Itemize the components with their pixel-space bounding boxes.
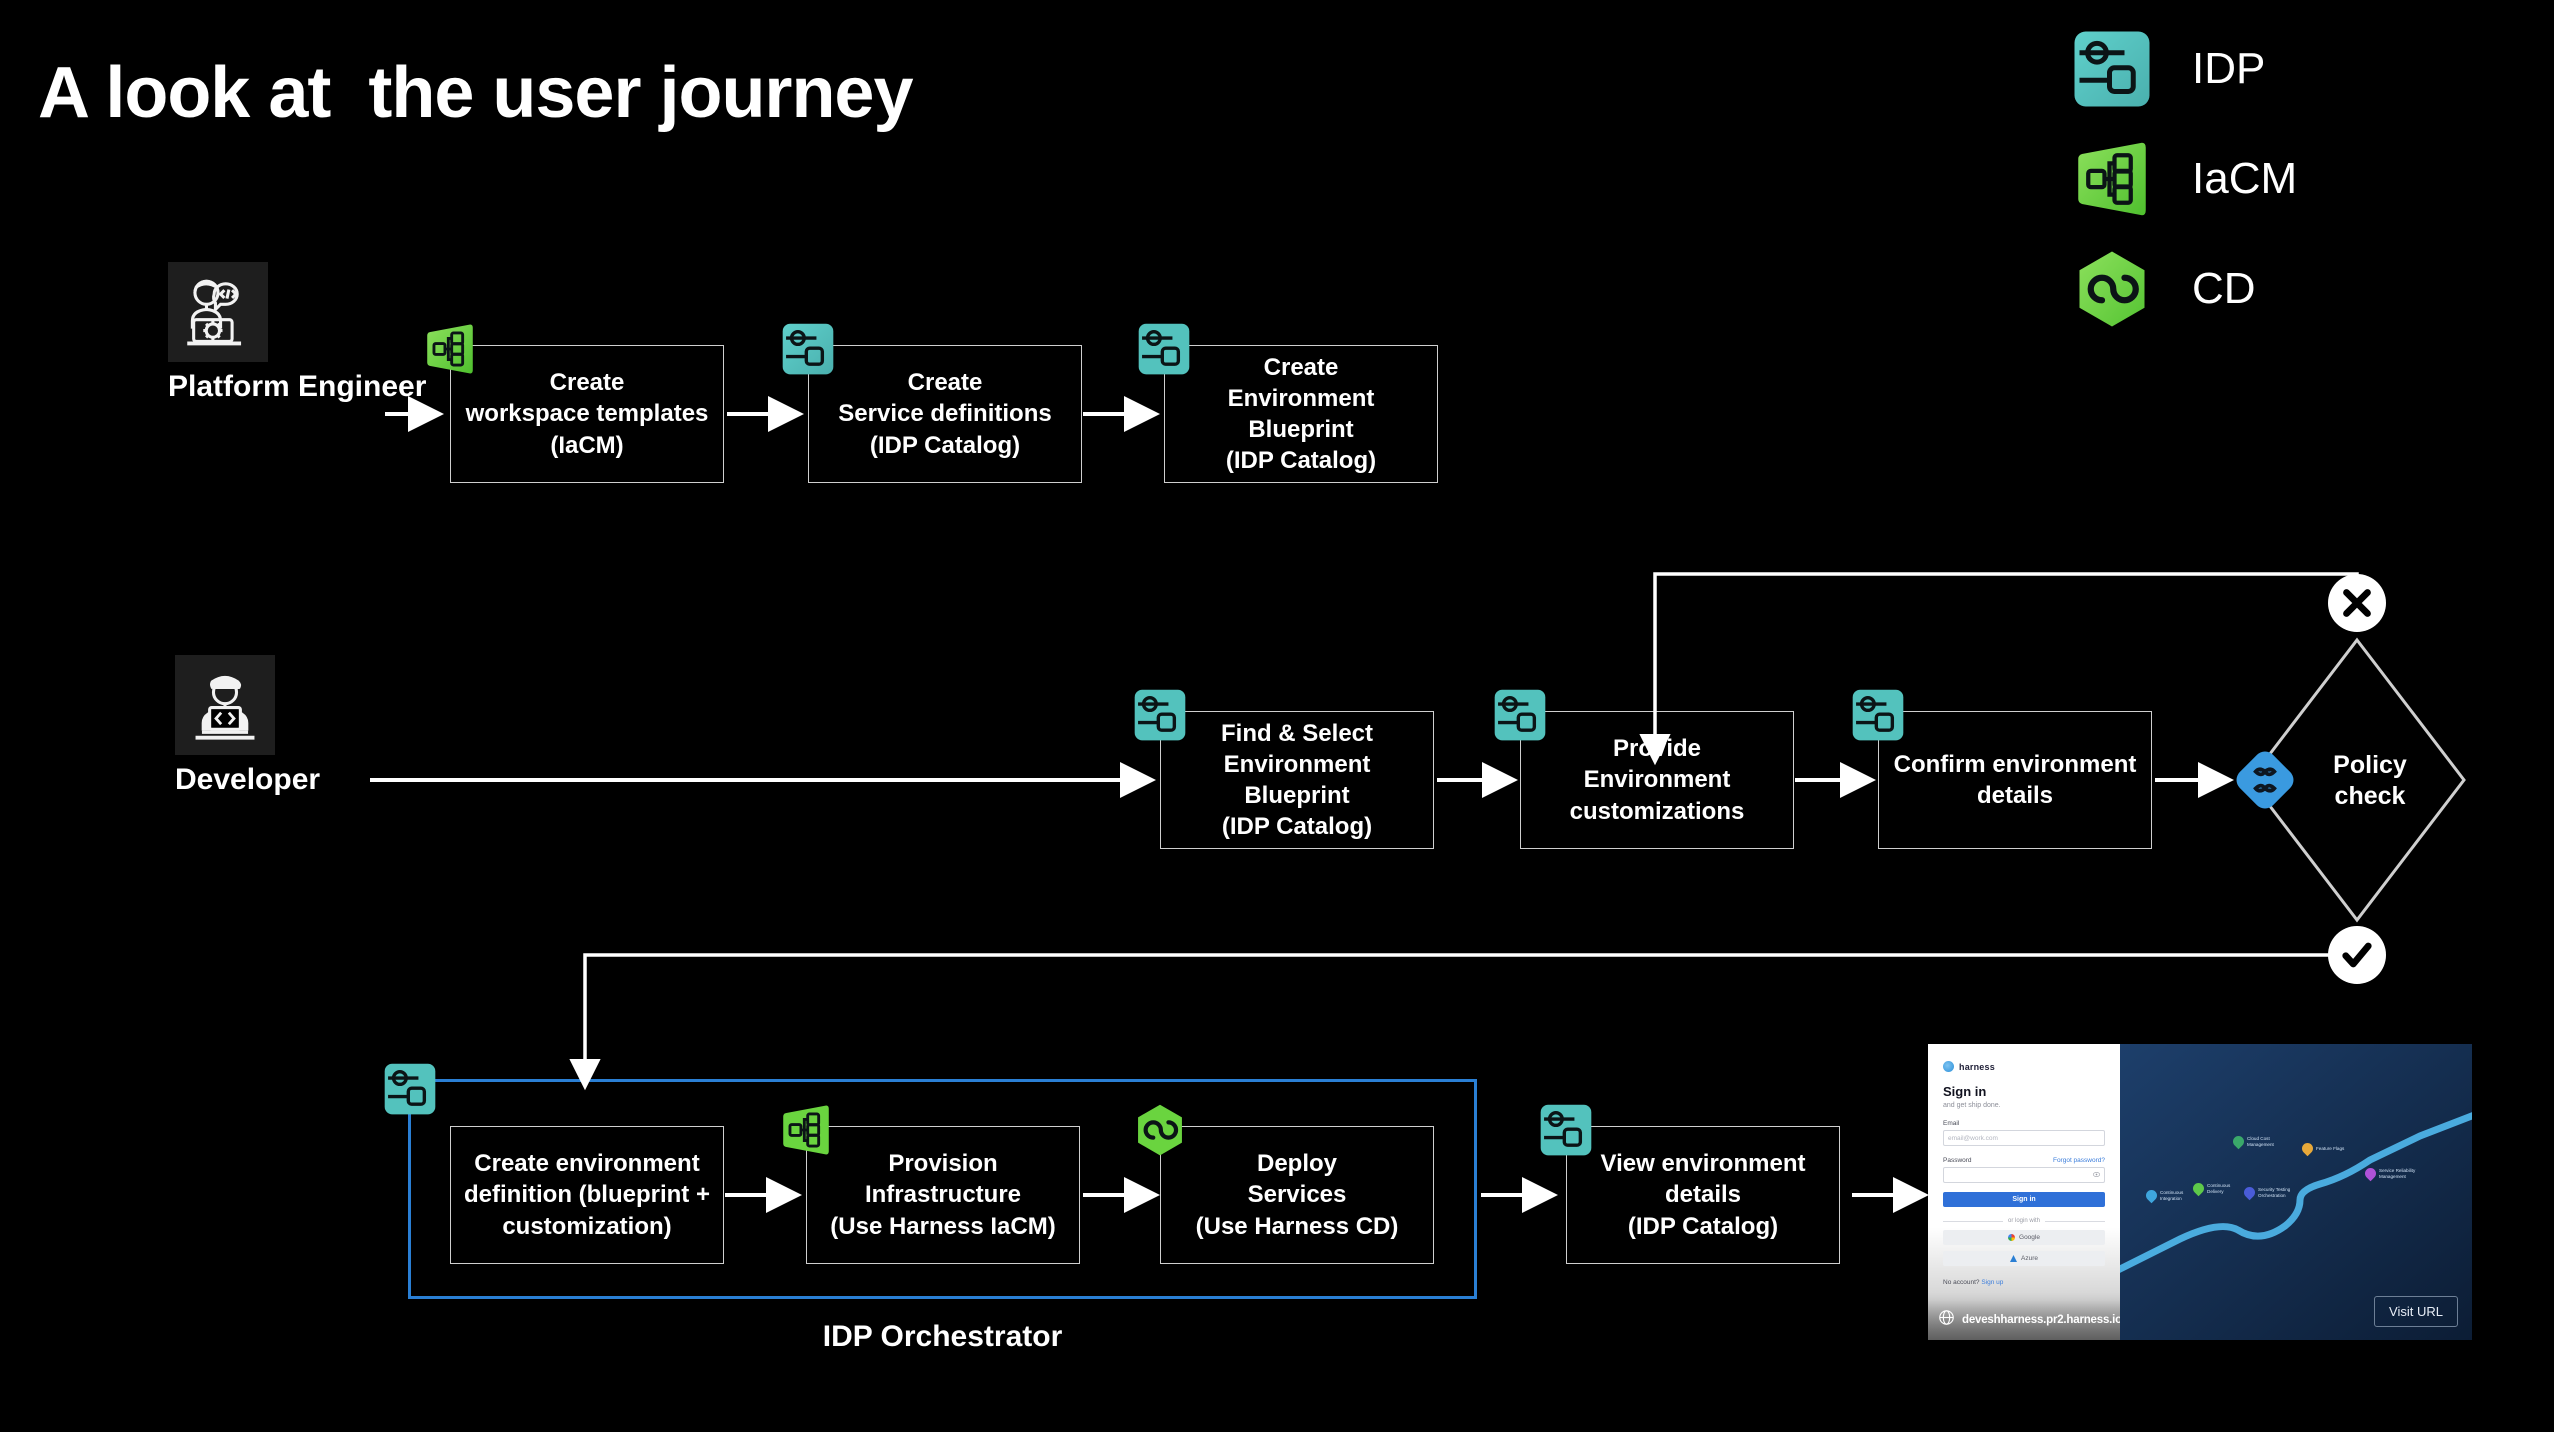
legend: IDP IaCM [2072, 14, 2297, 344]
page-title: A look at the user journey [38, 53, 914, 133]
ccm-pin-icon [2230, 1133, 2247, 1150]
policy-icon [2235, 750, 2295, 810]
idp-orchestrator-group [408, 1079, 1477, 1299]
legend-label-idp: IDP [2192, 44, 2266, 93]
map-node-srm: Service Reliability Management [2362, 1165, 2416, 1182]
password-field[interactable] [1943, 1167, 2105, 1183]
map-node-ff: Feature Flags [2299, 1140, 2345, 1157]
srm-label: Service Reliability Management [2379, 1168, 2416, 1179]
eye-icon[interactable] [2093, 1171, 2100, 1179]
globe-icon [1938, 1309, 1955, 1331]
iacm-icon [779, 1103, 833, 1157]
azure-icon [2010, 1255, 2017, 1262]
step-create-workspace-templates[interactable]: Create workspace templates (IaCM) [450, 345, 724, 483]
success-check-icon [2328, 926, 2386, 984]
sto-label: Security Testing Orchestration [2258, 1187, 2291, 1198]
ff-pin-icon [2299, 1140, 2316, 1157]
google-button[interactable]: Google [1943, 1230, 2105, 1245]
legend-item-idp: IDP [2072, 14, 2297, 124]
sto-pin-icon [2241, 1184, 2258, 1201]
ci-label: Continuous Integration [2160, 1190, 2184, 1201]
iacm-icon [2072, 139, 2152, 219]
step-create-environment-definition[interactable]: Create environment definition (blueprint… [450, 1126, 724, 1264]
no-account-row: No account? Sign up [1943, 1279, 2105, 1286]
cd-label: Continuous Delivery [2207, 1183, 2231, 1194]
map-node-ci: Continuous Integration [2143, 1187, 2184, 1204]
step-confirm-environment-details[interactable]: Confirm environment details [1878, 711, 2152, 849]
step-create-environment-blueprint[interactable]: Create Environment Blueprint (IDP Catalo… [1164, 345, 1438, 483]
harness-logo-mark [1943, 1061, 1954, 1072]
signin-subheading: and get ship done. [1943, 1102, 2001, 1109]
legend-label-cd: CD [2192, 264, 2256, 313]
map-node-ccm: Cloud Cost Management [2230, 1133, 2274, 1150]
divider-line-left [1943, 1220, 2003, 1222]
persona-platform-engineer: Platform Engineer [168, 262, 426, 404]
iacm-icon [423, 322, 477, 376]
policy-check-label: Policy check [2333, 751, 2407, 811]
harness-logo-text: harness [1959, 1061, 1995, 1072]
azure-label: Azure [2021, 1255, 2038, 1262]
password-label: Password [1943, 1157, 1972, 1164]
ci-pin-icon [2143, 1187, 2160, 1204]
map-node-sto: Security Testing Orchestration [2241, 1184, 2291, 1201]
azure-button[interactable]: Azure [1943, 1251, 2105, 1266]
persona-label-platform-engineer: Platform Engineer [168, 370, 427, 403]
step-view-environment-details[interactable]: View environment details (IDP Catalog) [1566, 1126, 1840, 1264]
signin-button[interactable]: Sign in [1943, 1192, 2105, 1207]
signup-link[interactable]: Sign up [1981, 1279, 2004, 1286]
idp-icon [1137, 322, 1191, 376]
url-bar: deveshharness.pr2.harness.io [1928, 1300, 2122, 1340]
divider-line-right [2045, 1220, 2106, 1222]
cd-pin-icon [2190, 1180, 2207, 1197]
map-node-cd: Continuous Delivery [2190, 1180, 2231, 1197]
email-placeholder: email@work.com [1948, 1134, 1998, 1142]
step-deploy-services[interactable]: Deploy Services (Use Harness CD) [1160, 1126, 1434, 1264]
legend-label-iacm: IaCM [2192, 154, 2298, 203]
cd-icon [1133, 1103, 1187, 1157]
step-create-service-definitions[interactable]: Create Service definitions (IDP Catalog) [808, 345, 1082, 483]
idp-icon [1851, 688, 1905, 742]
idp-icon [383, 1062, 437, 1116]
or-login-text: or login with [2008, 1218, 2041, 1224]
idp-icon [781, 322, 835, 376]
persona-developer: Developer [175, 655, 320, 797]
legend-item-iacm: IaCM [2072, 124, 2297, 234]
platform-engineer-avatar-icon [168, 262, 268, 362]
persona-label-developer: Developer [175, 763, 321, 796]
step-find-select-environment-blueprint[interactable]: Find & Select Environment Blueprint (IDP… [1160, 711, 1434, 849]
cd-icon [2072, 249, 2152, 329]
signin-panel: harness Sign in and get ship done. Email… [1928, 1044, 2122, 1340]
legend-item-cd: CD [2072, 234, 2297, 344]
ccm-label: Cloud Cost Management [2247, 1136, 2274, 1147]
marketing-illustration: Continuous Integration Continuous Delive… [2120, 1044, 2472, 1340]
step-provision-infrastructure[interactable]: Provision Infrastructure (Use Harness Ia… [806, 1126, 1080, 1264]
forgot-password-link[interactable]: Forgot password? [2052, 1157, 2105, 1164]
developer-avatar-icon [175, 655, 275, 755]
ff-label: Feature Flags [2316, 1145, 2345, 1151]
harness-signin-screenshot[interactable]: harness Sign in and get ship done. Email… [1928, 1044, 2472, 1340]
fail-x-icon [2328, 574, 2386, 632]
harness-logo: harness [1943, 1061, 2105, 1072]
idp-icon [1493, 688, 1547, 742]
idp-orchestrator-label: IDP Orchestrator [822, 1320, 1063, 1353]
google-icon [2008, 1234, 2016, 1241]
or-divider: or login with [1943, 1218, 2106, 1224]
url-text: deveshharness.pr2.harness.io [1962, 1314, 2122, 1326]
step-provide-environment-customizations[interactable]: Provide Environment customizations [1520, 711, 1794, 849]
visit-url-button[interactable]: Visit URL [2374, 1296, 2458, 1327]
signin-heading: Sign in [1943, 1084, 1987, 1099]
srm-pin-icon [2362, 1165, 2379, 1182]
email-field[interactable]: email@work.com [1943, 1130, 2105, 1146]
no-account-text: No account? [1943, 1279, 1980, 1286]
google-label: Google [2019, 1234, 2040, 1241]
idp-icon [1539, 1103, 1593, 1157]
idp-icon [2072, 29, 2152, 109]
idp-icon [1133, 688, 1187, 742]
email-label: Email [1943, 1120, 1960, 1127]
